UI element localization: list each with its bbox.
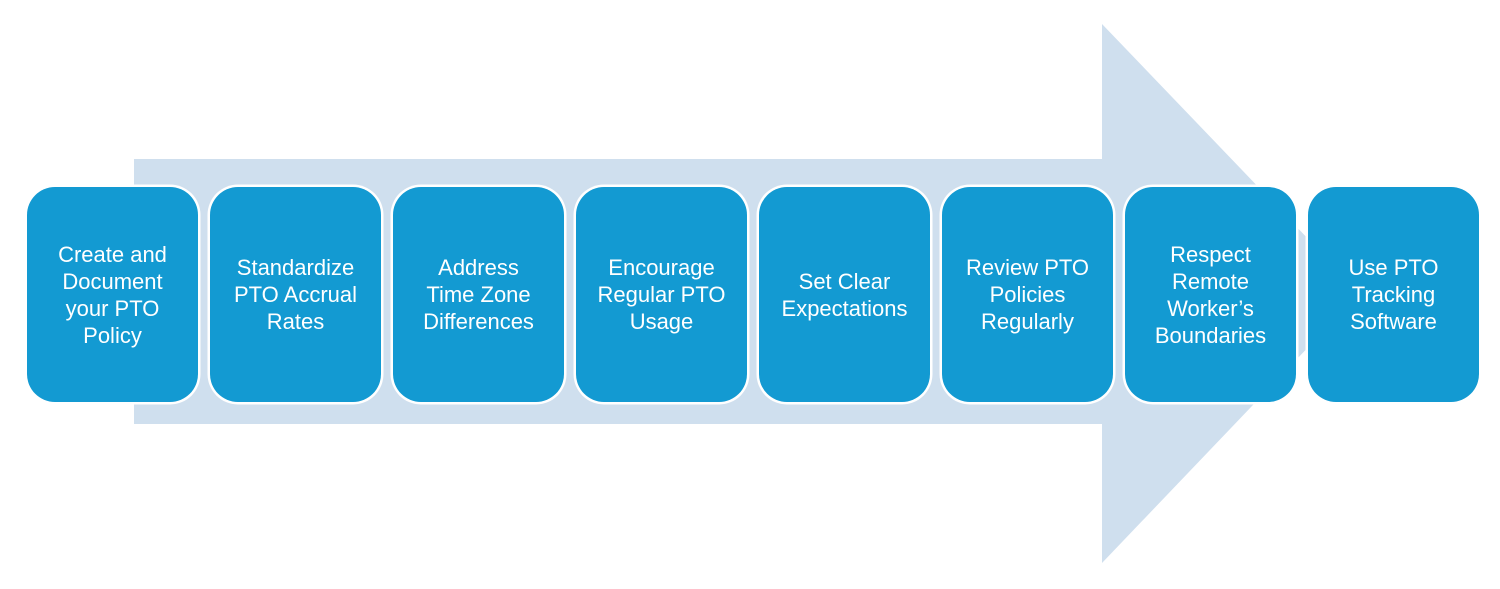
step-label: Review PTO Policies Regularly	[965, 255, 1090, 334]
step-encourage-pto-usage: Encourage Regular PTO Usage	[576, 187, 747, 402]
step-review-policies-regularly: Review PTO Policies Regularly	[942, 187, 1113, 402]
arrow-shape	[134, 24, 1360, 563]
step-label: Address Time Zone Differences	[423, 255, 534, 334]
step-label: Set Clear Expectations	[781, 268, 908, 321]
step-address-time-zones: Address Time Zone Differences	[393, 187, 564, 402]
step-set-clear-expectations: Set Clear Expectations	[759, 187, 930, 402]
step-create-document-policy: Create and Document your PTO Policy	[27, 187, 198, 402]
step-use-tracking-software: Use PTO Tracking Software	[1308, 187, 1479, 402]
step-respect-worker-boundaries: Respect Remote Worker’s Boundaries	[1125, 187, 1296, 402]
step-label: Respect Remote Worker’s Boundaries	[1154, 241, 1267, 348]
step-label: Use PTO Tracking Software	[1348, 255, 1439, 334]
step-standardize-accrual-rates: Standardize PTO Accrual Rates	[210, 187, 381, 402]
step-label: Encourage Regular PTO Usage	[597, 255, 726, 334]
step-label: Standardize PTO Accrual Rates	[233, 255, 358, 334]
steps-row: Create and Document your PTO Policy Stan…	[27, 187, 1479, 402]
step-label: Create and Document your PTO Policy	[58, 241, 167, 348]
